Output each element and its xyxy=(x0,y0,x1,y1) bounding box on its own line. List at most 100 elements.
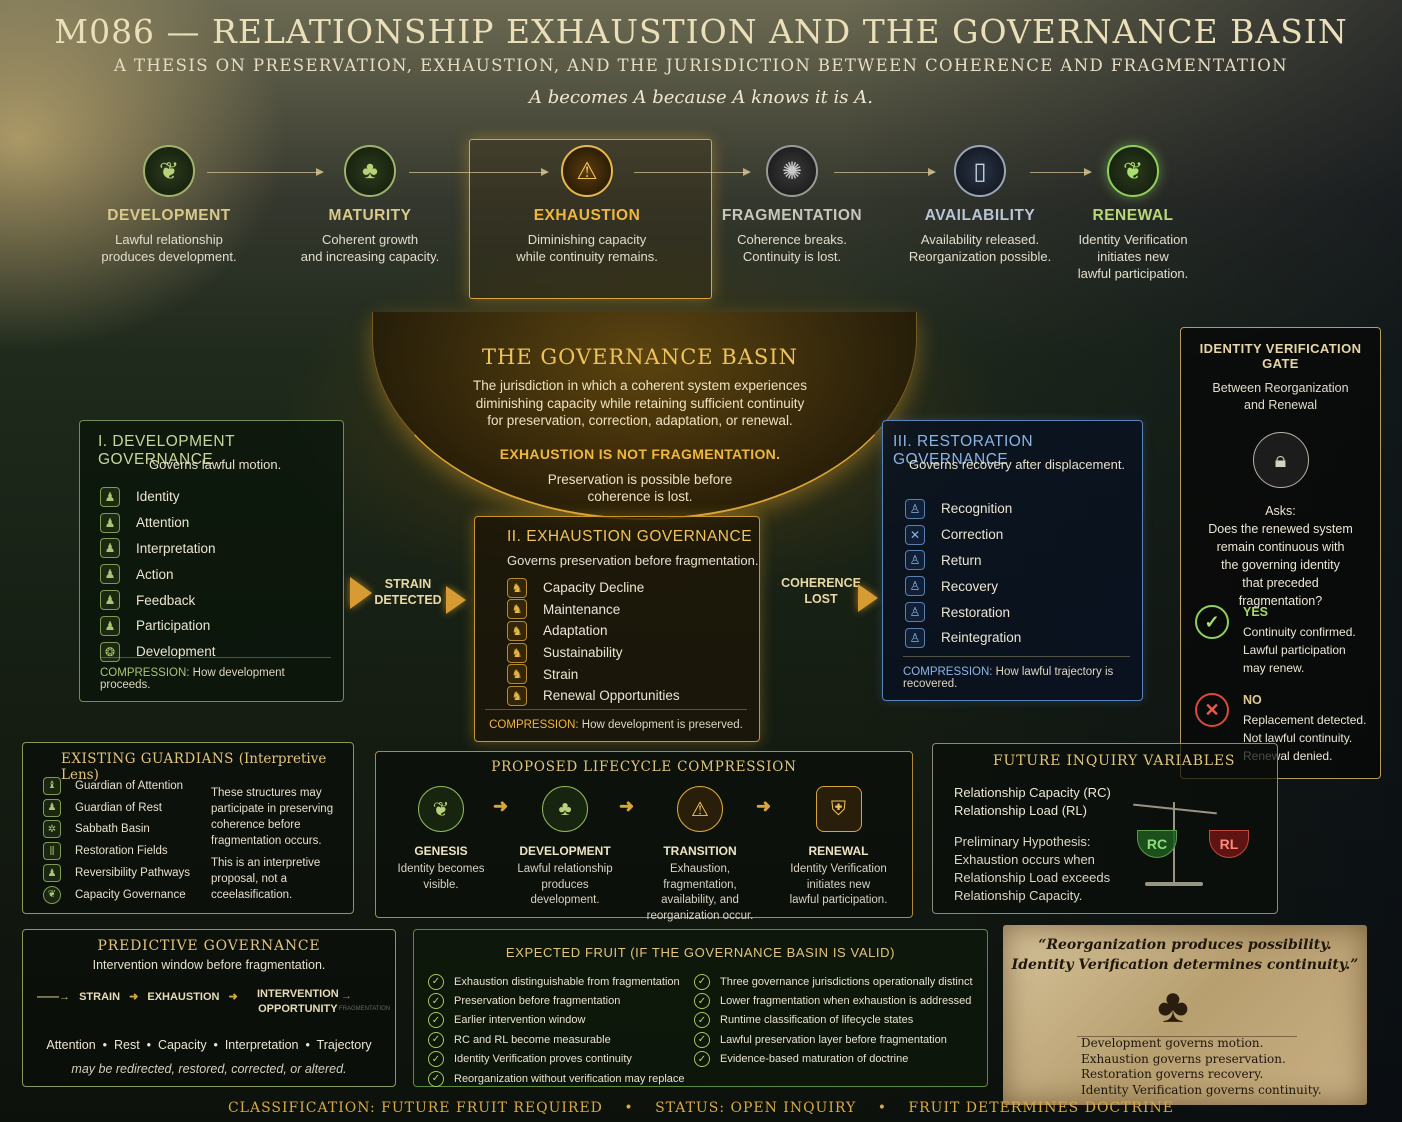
sprout-icon: ❦ xyxy=(143,145,195,197)
lc-stage-desc: lawful participation. xyxy=(789,894,888,906)
sabbath-basin-icon: ✲ xyxy=(43,820,61,839)
list-item-label: Restoration xyxy=(941,604,1011,620)
panel-title: PREDICTIVE GOVERNANCE xyxy=(97,938,321,954)
gate-subtitle: and Renewal xyxy=(1244,398,1317,412)
panel-title: III. RESTORATION GOVERNANCE xyxy=(893,433,1034,468)
panel-subtitle: Governs lawful motion. xyxy=(149,457,282,472)
compression-note: COMPRESSION: How development is preserve… xyxy=(485,709,747,731)
future-inquiry-panel: FUTURE INQUIRY VARIABLES Relationship Ca… xyxy=(932,743,1278,914)
arrow-right-icon: ➜ xyxy=(756,796,772,816)
list-item: ✕Correction xyxy=(905,522,1021,548)
gate-yes-text: Lawful participation xyxy=(1243,643,1346,657)
sprout-icon: ❦ xyxy=(418,786,464,832)
list-item-label: Capacity Decline xyxy=(543,580,645,596)
fruit-item-label: Lawful preservation layer before fragmen… xyxy=(720,1033,947,1046)
lc-stage-name: RENEWAL xyxy=(808,844,869,858)
list-item: ♟Reversibility Pathways xyxy=(43,862,190,884)
stage-desc: Identity Verification xyxy=(1078,232,1188,247)
list-item-label: Sabbath Basin xyxy=(75,823,150,836)
tree-icon: ♣ xyxy=(344,145,396,197)
gate-question: Does the renewed system xyxy=(1208,522,1353,536)
stage-name: DEVELOPMENT xyxy=(107,207,231,224)
arrow-right-icon: ➜ xyxy=(619,796,635,816)
doorway-icon: ▯ xyxy=(954,145,1006,197)
exhaustion-governance-panel: II. EXHAUSTION GOVERNANCE Governs preser… xyxy=(474,516,760,742)
basin-description: diminishing capacity while retaining suf… xyxy=(475,395,805,411)
gate-yes-text: may renew. xyxy=(1243,661,1305,675)
list-item: ♙Reintegration xyxy=(905,625,1021,651)
stage-name: EXHAUSTION xyxy=(533,207,641,224)
stage-fragmentation: ✺ FRAGMENTATION Coherence breaks.Continu… xyxy=(707,145,877,265)
guardians-title-suffix: (Interpretive Lens) xyxy=(61,751,327,783)
fruit-item: ✓Evidence-based maturation of doctrine xyxy=(694,1050,973,1069)
maintenance-icon: ♞ xyxy=(507,599,527,620)
check-circle-icon: ✓ xyxy=(428,993,444,1010)
transition-label: LOST xyxy=(804,592,838,606)
stage-desc: Availability released. xyxy=(920,232,1040,247)
fruit-item: ✓Three governance jurisdictions operatio… xyxy=(694,972,973,991)
stage-desc: initiates new xyxy=(1097,249,1169,264)
return-icon: ♙ xyxy=(905,550,925,571)
fruit-item-label: Evidence-based maturation of doctrine xyxy=(720,1053,909,1066)
list-item-label: Capacity Governance xyxy=(75,888,186,901)
quote-line: “Reorganization produces possibility. xyxy=(1038,937,1332,953)
list-item-label: Reintegration xyxy=(941,630,1022,646)
compression-text: How development proceeds. xyxy=(100,667,285,691)
gate-no-label: NO xyxy=(1243,693,1262,707)
transition-strain-detected: STRAIN DETECTED xyxy=(372,576,444,608)
panel-title: I. DEVELOPMENT GOVERNANCE xyxy=(98,433,235,468)
list-item: ♞Sustainability xyxy=(507,642,680,664)
fruit-item-label: Exhaustion distinguishable from fragment… xyxy=(454,975,680,988)
gate-subtitle: Between Reorganization xyxy=(1212,381,1349,395)
hypothesis-line: Exhaustion occurs when xyxy=(954,852,1095,867)
compression-text: How lawful trajectory is recovered. xyxy=(903,666,1114,690)
check-circle-icon: ✓ xyxy=(428,973,444,990)
rl-pan: RL xyxy=(1209,830,1249,858)
predictive-flow: ——→ STRAIN ➜ EXHAUSTION ➜ xyxy=(37,990,244,1003)
expected-fruit-panel: EXPECTED FRUIT (IF THE GOVERNANCE BASIN … xyxy=(413,929,988,1087)
existing-guardians-panel: EXISTING GUARDIANS (Interpretive Lens) ♝… xyxy=(22,742,354,914)
guardian-attention-icon: ♝ xyxy=(43,776,61,795)
list-item: ♞Strain xyxy=(507,663,680,685)
lc-stage-desc: fragmentation, xyxy=(663,878,737,891)
check-circle-icon: ✓ xyxy=(428,1051,444,1068)
arrow-right-icon: ➜ xyxy=(493,796,509,816)
predictive-governance-panel: PREDICTIVE GOVERNANCE Intervention windo… xyxy=(22,929,396,1087)
check-circle-icon: ✓ xyxy=(694,1031,710,1048)
bullet-separator: • xyxy=(624,1100,634,1116)
guardians-title: EXISTING GUARDIANS xyxy=(61,751,234,767)
list-item-label: Adaptation xyxy=(543,623,608,639)
scale-beam xyxy=(1133,803,1217,815)
list-item-label: Renewal Opportunities xyxy=(543,688,680,704)
guardians-note: These structures may participate in pres… xyxy=(211,785,333,903)
flow-arrow-icon: ➜ xyxy=(129,991,139,1003)
strain-icon: ♞ xyxy=(507,664,527,685)
fruit-item-label: RC and RL become measurable xyxy=(454,1033,611,1046)
compression-label: COMPRESSION: xyxy=(903,666,993,678)
guardians-note-line: proposal, not a xyxy=(211,873,288,885)
guardians-note-line: These structures may xyxy=(211,787,322,799)
capacity-decline-icon: ♞ xyxy=(507,577,527,598)
panel-title: FUTURE INQUIRY VARIABLES xyxy=(993,753,1236,769)
stage-name: AVAILABILITY xyxy=(924,207,1036,224)
quote-text: “Reorganization produces possibility. Id… xyxy=(1003,935,1367,975)
panel-title: II. EXHAUSTION GOVERNANCE xyxy=(507,528,753,545)
compression-label: COMPRESSION: xyxy=(489,719,579,731)
lc-stage-name: TRANSITION xyxy=(663,844,737,858)
list-item-label: Sustainability xyxy=(543,645,623,661)
check-circle-icon: ✓ xyxy=(694,1012,710,1029)
panel-subtitle: Governs recovery after displacement. xyxy=(909,457,1126,472)
page-title: M086 — RELATIONSHIP EXHAUSTION AND THE G… xyxy=(54,12,1348,51)
basin-description: The jurisdiction in which a coherent sys… xyxy=(473,378,807,393)
identity-icon: ♟ xyxy=(100,486,120,507)
guardian-rest-icon: ♟ xyxy=(43,798,61,817)
fruit-item: ✓Earlier intervention window xyxy=(428,1011,685,1030)
basin-description: for preservation, correction, adaptation… xyxy=(487,413,793,428)
compression-note: COMPRESSION: How lawful trajectory is re… xyxy=(903,656,1130,690)
stage-desc: Coherence breaks. xyxy=(737,232,847,247)
action-icon: ♟ xyxy=(100,564,120,585)
chevron-right-icon xyxy=(350,577,372,609)
check-circle-icon: ✓ xyxy=(428,1031,444,1048)
basin-claim: EXHAUSTION IS NOT FRAGMENTATION. xyxy=(499,445,781,462)
